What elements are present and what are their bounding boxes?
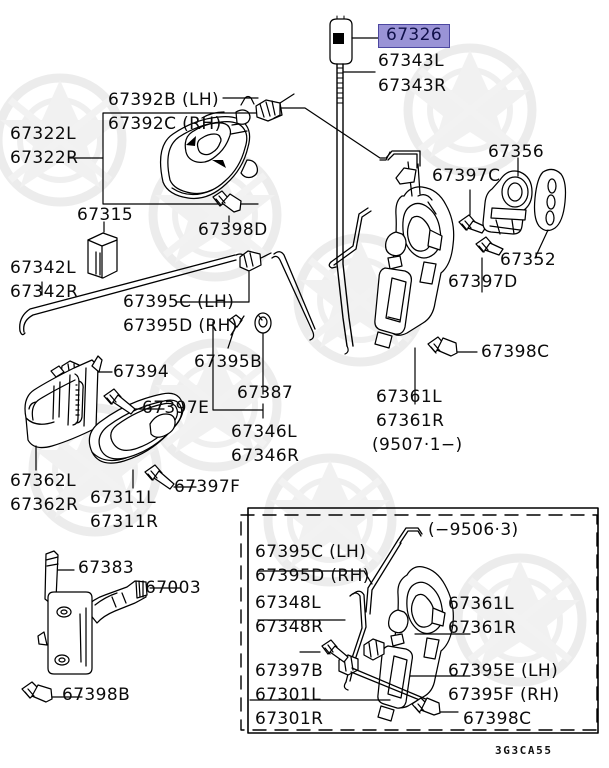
part-67352-shim <box>533 168 567 232</box>
part-67395B-clip <box>228 314 245 336</box>
part-67397F-screw <box>144 464 175 490</box>
inset-label-67395C: 67395C (LH) <box>255 542 367 562</box>
label-67395C: 67395C (LH) <box>123 292 235 312</box>
inset-label-67398C: 67398C <box>463 709 532 729</box>
part-67392-clip <box>255 93 295 122</box>
label-67394: 67394 <box>113 362 170 382</box>
inset-bolt-67398C <box>411 697 441 716</box>
part-67362-handle-case <box>24 355 103 449</box>
part-67343-rod <box>336 63 354 355</box>
inset-label-67397B: 67397B <box>255 661 324 681</box>
inset-label-67348L: 67348L <box>255 593 321 613</box>
diagram-code: 3G3CA55 <box>495 744 553 757</box>
part-67398C-bolt-main <box>427 336 458 357</box>
label-67343R: 67343R <box>378 76 447 96</box>
inset-rod-67348 <box>343 590 367 691</box>
label-67387: 67387 <box>237 383 294 403</box>
label-67361R: 67361R <box>376 411 445 431</box>
upper-bent-rod <box>280 107 421 169</box>
label-67342L: 67342L <box>10 258 76 278</box>
part-67326-drawing <box>329 15 353 65</box>
part-67322-outside-handle <box>160 95 259 200</box>
label-67398C: 67398C <box>481 342 550 362</box>
part-67397C-screw <box>458 214 487 234</box>
label-67346L: 67346L <box>231 422 297 442</box>
label-67397C: 67397C <box>432 166 501 186</box>
part-67361-latch-assembly <box>374 161 455 349</box>
label-67315: 67315 <box>77 205 134 225</box>
label-67352: 67352 <box>500 250 557 270</box>
label-67361L: 67361L <box>376 387 442 407</box>
part-67395CD-connector <box>239 250 272 272</box>
inset-box <box>240 507 599 734</box>
leader-67395B <box>227 332 234 349</box>
leader-67322 <box>69 112 272 205</box>
part-67003-door-check <box>37 580 148 675</box>
inset-screw-67397B <box>321 639 349 663</box>
leader-inset-67395cd <box>257 570 373 585</box>
part-67398B-bolt <box>21 681 53 703</box>
label-67346R: 67346R <box>231 446 300 466</box>
part-67311-inside-handle <box>88 392 184 464</box>
part-67356-striker <box>482 170 533 235</box>
part-67387-grommet <box>254 312 272 334</box>
leader-67395CD <box>175 271 250 303</box>
label-67342R: 67342R <box>10 282 79 302</box>
inset-label-67348R: 67348R <box>255 617 324 637</box>
label-67398D: 67398D <box>198 220 268 240</box>
inset-label-67395D: 67395D (RH) <box>255 566 370 586</box>
inset-date: (−9506·3) <box>428 520 519 540</box>
inset-clip-a <box>363 638 385 661</box>
label-67361-date: (9507·1−) <box>372 435 463 455</box>
inset-label-67361R: 67361R <box>448 618 517 638</box>
part-67397D-screw <box>475 236 504 256</box>
label-67392C: 67392C (RH) <box>108 114 222 134</box>
label-67395D: 67395D (RH) <box>123 316 238 336</box>
label-67398B: 67398B <box>62 685 131 705</box>
label-67311R: 67311R <box>90 512 159 532</box>
label-67397D: 67397D <box>448 272 518 292</box>
label-67395B: 67395B <box>194 352 263 372</box>
label-67356: 67356 <box>488 142 545 162</box>
part-67315-block <box>87 232 118 279</box>
label-67311L: 67311L <box>90 488 156 508</box>
highlighted-part-number[interactable]: 67326 <box>378 24 451 48</box>
inset-label-67395E: 67395E (LH) <box>448 661 559 681</box>
label-67397E: 67397E <box>142 398 210 418</box>
inset-label-67301R: 67301R <box>255 709 324 729</box>
inset-label-67395F: 67395F (RH) <box>448 685 560 705</box>
label-67322L: 67322L <box>10 124 76 144</box>
label-67322R: 67322R <box>10 148 79 168</box>
label-67362R: 67362R <box>10 495 79 515</box>
label-67362L: 67362L <box>10 471 76 491</box>
leader-67346 <box>212 321 264 419</box>
label-67003: 67003 <box>145 578 202 598</box>
leader-67352 <box>534 229 549 259</box>
part-67398D-screw <box>212 190 242 213</box>
inset-label-67301L: 67301L <box>255 685 321 705</box>
inset-latch-drawing <box>365 527 454 722</box>
inset-rod-67395ef <box>350 667 429 704</box>
mid-bent-rod <box>328 207 372 269</box>
label-67383: 67383 <box>78 558 135 578</box>
part-67342-rod <box>19 253 246 336</box>
label-67392B: 67392B (LH) <box>108 90 220 110</box>
part-67346-rod <box>271 251 316 341</box>
label-67343L: 67343L <box>378 51 444 71</box>
inset-label-67361L: 67361L <box>448 594 514 614</box>
label-67397F: 67397F <box>174 477 241 497</box>
